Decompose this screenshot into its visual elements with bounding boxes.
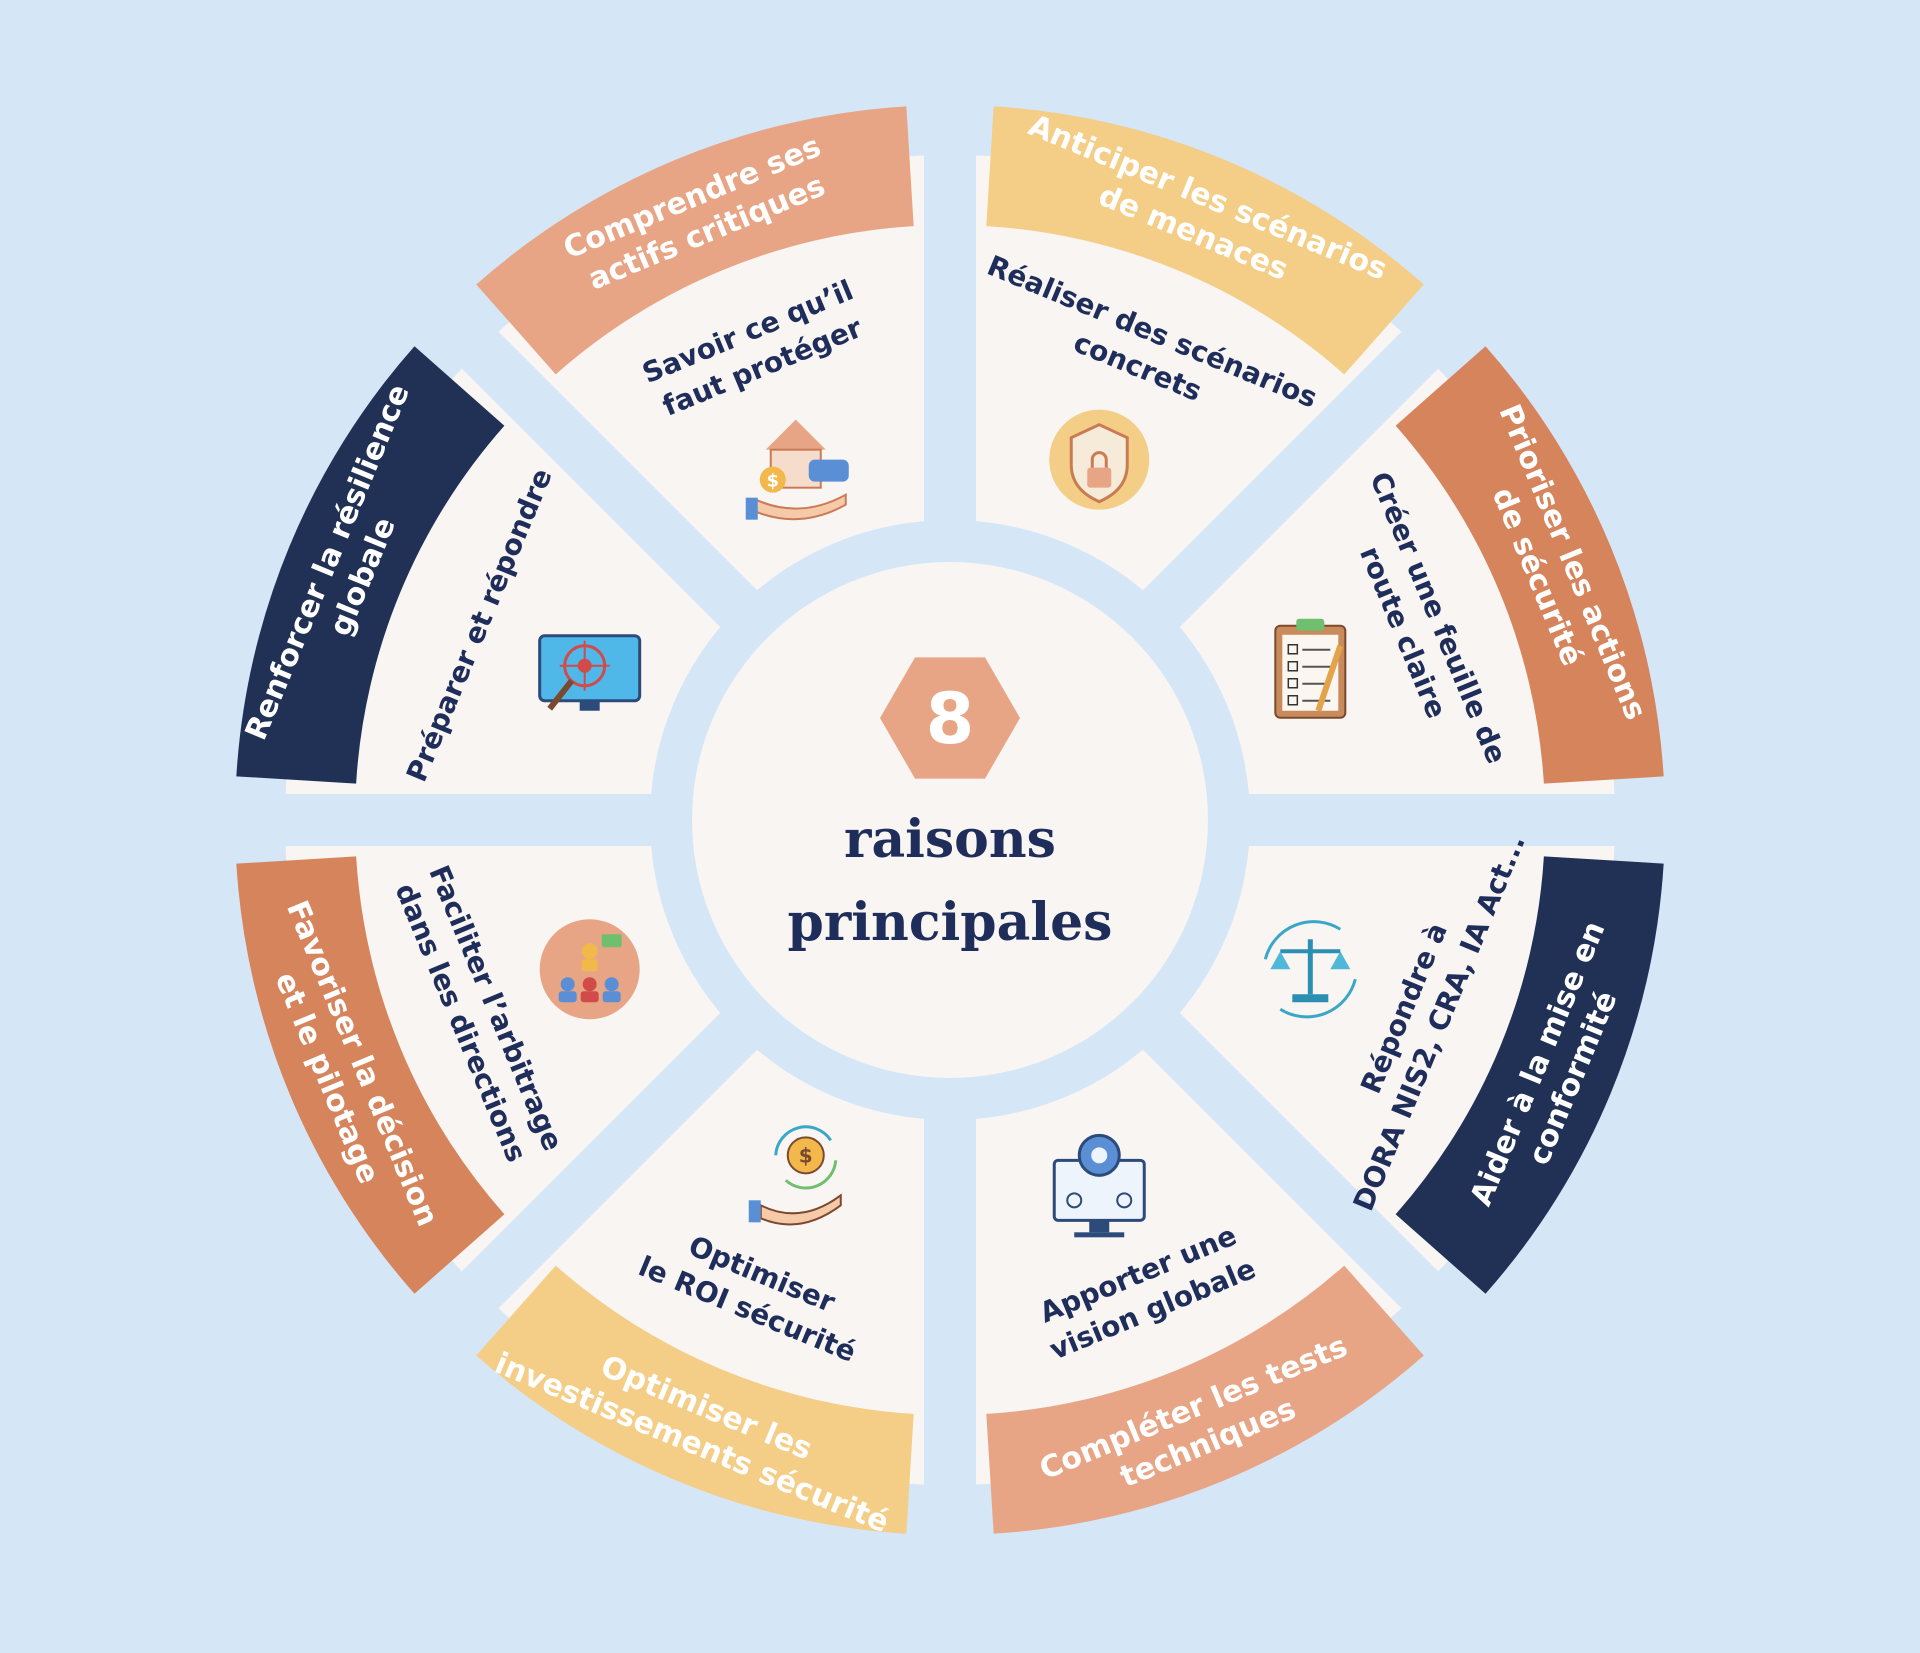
ribbon-decision: [236, 856, 505, 1294]
monitor-gear-icon: [1052, 1133, 1146, 1238]
ribbon-resilience: [236, 346, 505, 784]
center-number: 8: [926, 678, 975, 760]
hand-coin-cycle-icon: $: [748, 1125, 842, 1226]
ribbon-tests: [986, 1265, 1424, 1534]
house-car-money-hand-icon: $: [745, 419, 849, 521]
center-title-line1: raisons: [844, 809, 1056, 870]
center-title-line2: principales: [788, 892, 1113, 953]
number-hexagon: [880, 657, 1020, 779]
ribbon-menaces: [986, 106, 1424, 375]
center-disc: [692, 562, 1208, 1078]
team-meeting-icon: [539, 919, 640, 1020]
ribbon-actifs: [476, 106, 914, 375]
clipboard-checklist-icon: [1274, 618, 1347, 719]
shield-lock-icon: [1049, 409, 1150, 510]
center-layer: 8 raisons principales: [650, 520, 1250, 1120]
monitor-target-bug-icon: [538, 634, 642, 711]
balance-scale-icon: [1263, 920, 1357, 1019]
icons-layer: $$: [538, 409, 1357, 1238]
ribbon-conformite: [1395, 856, 1664, 1294]
ribbon-actions: [1395, 346, 1664, 784]
svg-text:$: $: [799, 1143, 813, 1167]
ribbon-investissements: [476, 1265, 914, 1534]
svg-text:$: $: [766, 471, 779, 492]
